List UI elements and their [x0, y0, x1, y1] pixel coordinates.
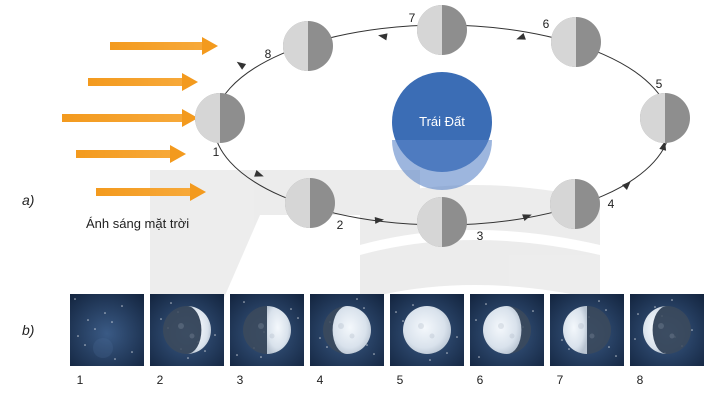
sunlight-arrow	[110, 37, 218, 55]
orbit-moon: 7	[409, 5, 467, 55]
part-b-label: b)	[22, 322, 34, 338]
phase-panel: 5	[390, 294, 464, 387]
phase-label: 8	[637, 373, 644, 387]
phase-label: 3	[237, 373, 244, 387]
phase-panel: 1	[70, 294, 144, 387]
phase-panel: 2	[150, 294, 224, 387]
orbit-position-label: 8	[265, 47, 272, 61]
sunlight-arrow	[96, 183, 206, 201]
phase-panel: 3	[230, 294, 304, 387]
phase-label: 6	[477, 373, 484, 387]
phase-label: 5	[397, 373, 404, 387]
orbit-position-label: 5	[656, 77, 663, 91]
orbit-position-label: 4	[608, 197, 615, 211]
orbit-position-label: 2	[337, 218, 344, 232]
earth-label: Trái Đất	[419, 114, 465, 129]
orbit-moon: 2	[285, 178, 344, 232]
orbit-position-label: 6	[543, 17, 550, 31]
sunlight-arrow	[88, 73, 198, 91]
phase-panel: 7	[550, 294, 624, 387]
orbit-moon: 8	[265, 21, 333, 71]
phase-label: 1	[77, 373, 84, 387]
sunlight-arrow	[76, 145, 186, 163]
orbit-direction-arrows	[236, 33, 667, 224]
phase-label: 4	[317, 373, 324, 387]
orbit-moon: 5	[640, 77, 690, 143]
orbit-arrow	[374, 216, 384, 224]
part-a-label: a)	[22, 192, 34, 208]
orbit-arrow	[254, 170, 264, 177]
phase-panel: 4	[310, 294, 384, 387]
orbit-arrow	[378, 33, 388, 41]
orbit-arrow	[516, 33, 526, 40]
phase-label: 2	[157, 373, 164, 387]
orbit-arrow	[621, 181, 631, 191]
orbit-moons: 1 2 3 4 5 6 7 8	[195, 5, 690, 247]
phase-label: 7	[557, 373, 564, 387]
orbit-moon: 1	[195, 93, 245, 159]
orbit-moon: 3	[417, 197, 484, 247]
orbit-position-label: 7	[409, 11, 416, 25]
sunlight-arrow	[62, 109, 198, 127]
phase-panel: 6	[470, 294, 544, 387]
sunlight-label: Ánh sáng mặt trời	[86, 216, 189, 231]
phase-panels: 1 2 3 4 5 6 7 8	[70, 294, 704, 387]
orbit-moon: 6	[543, 17, 601, 67]
phase-panel: 8	[630, 294, 704, 387]
orbit-arrow	[236, 61, 247, 70]
orbit-position-label: 1	[213, 145, 220, 159]
orbit-position-label: 3	[477, 229, 484, 243]
sunlight-arrows	[62, 37, 218, 201]
orbit-arrow	[659, 141, 667, 151]
orbit-arrow	[522, 214, 532, 221]
earth: Trái Đất	[392, 72, 492, 190]
orbit-moon: 4	[550, 179, 615, 229]
